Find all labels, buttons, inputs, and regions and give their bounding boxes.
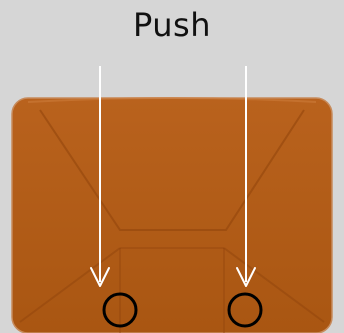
box-body — [12, 98, 332, 333]
